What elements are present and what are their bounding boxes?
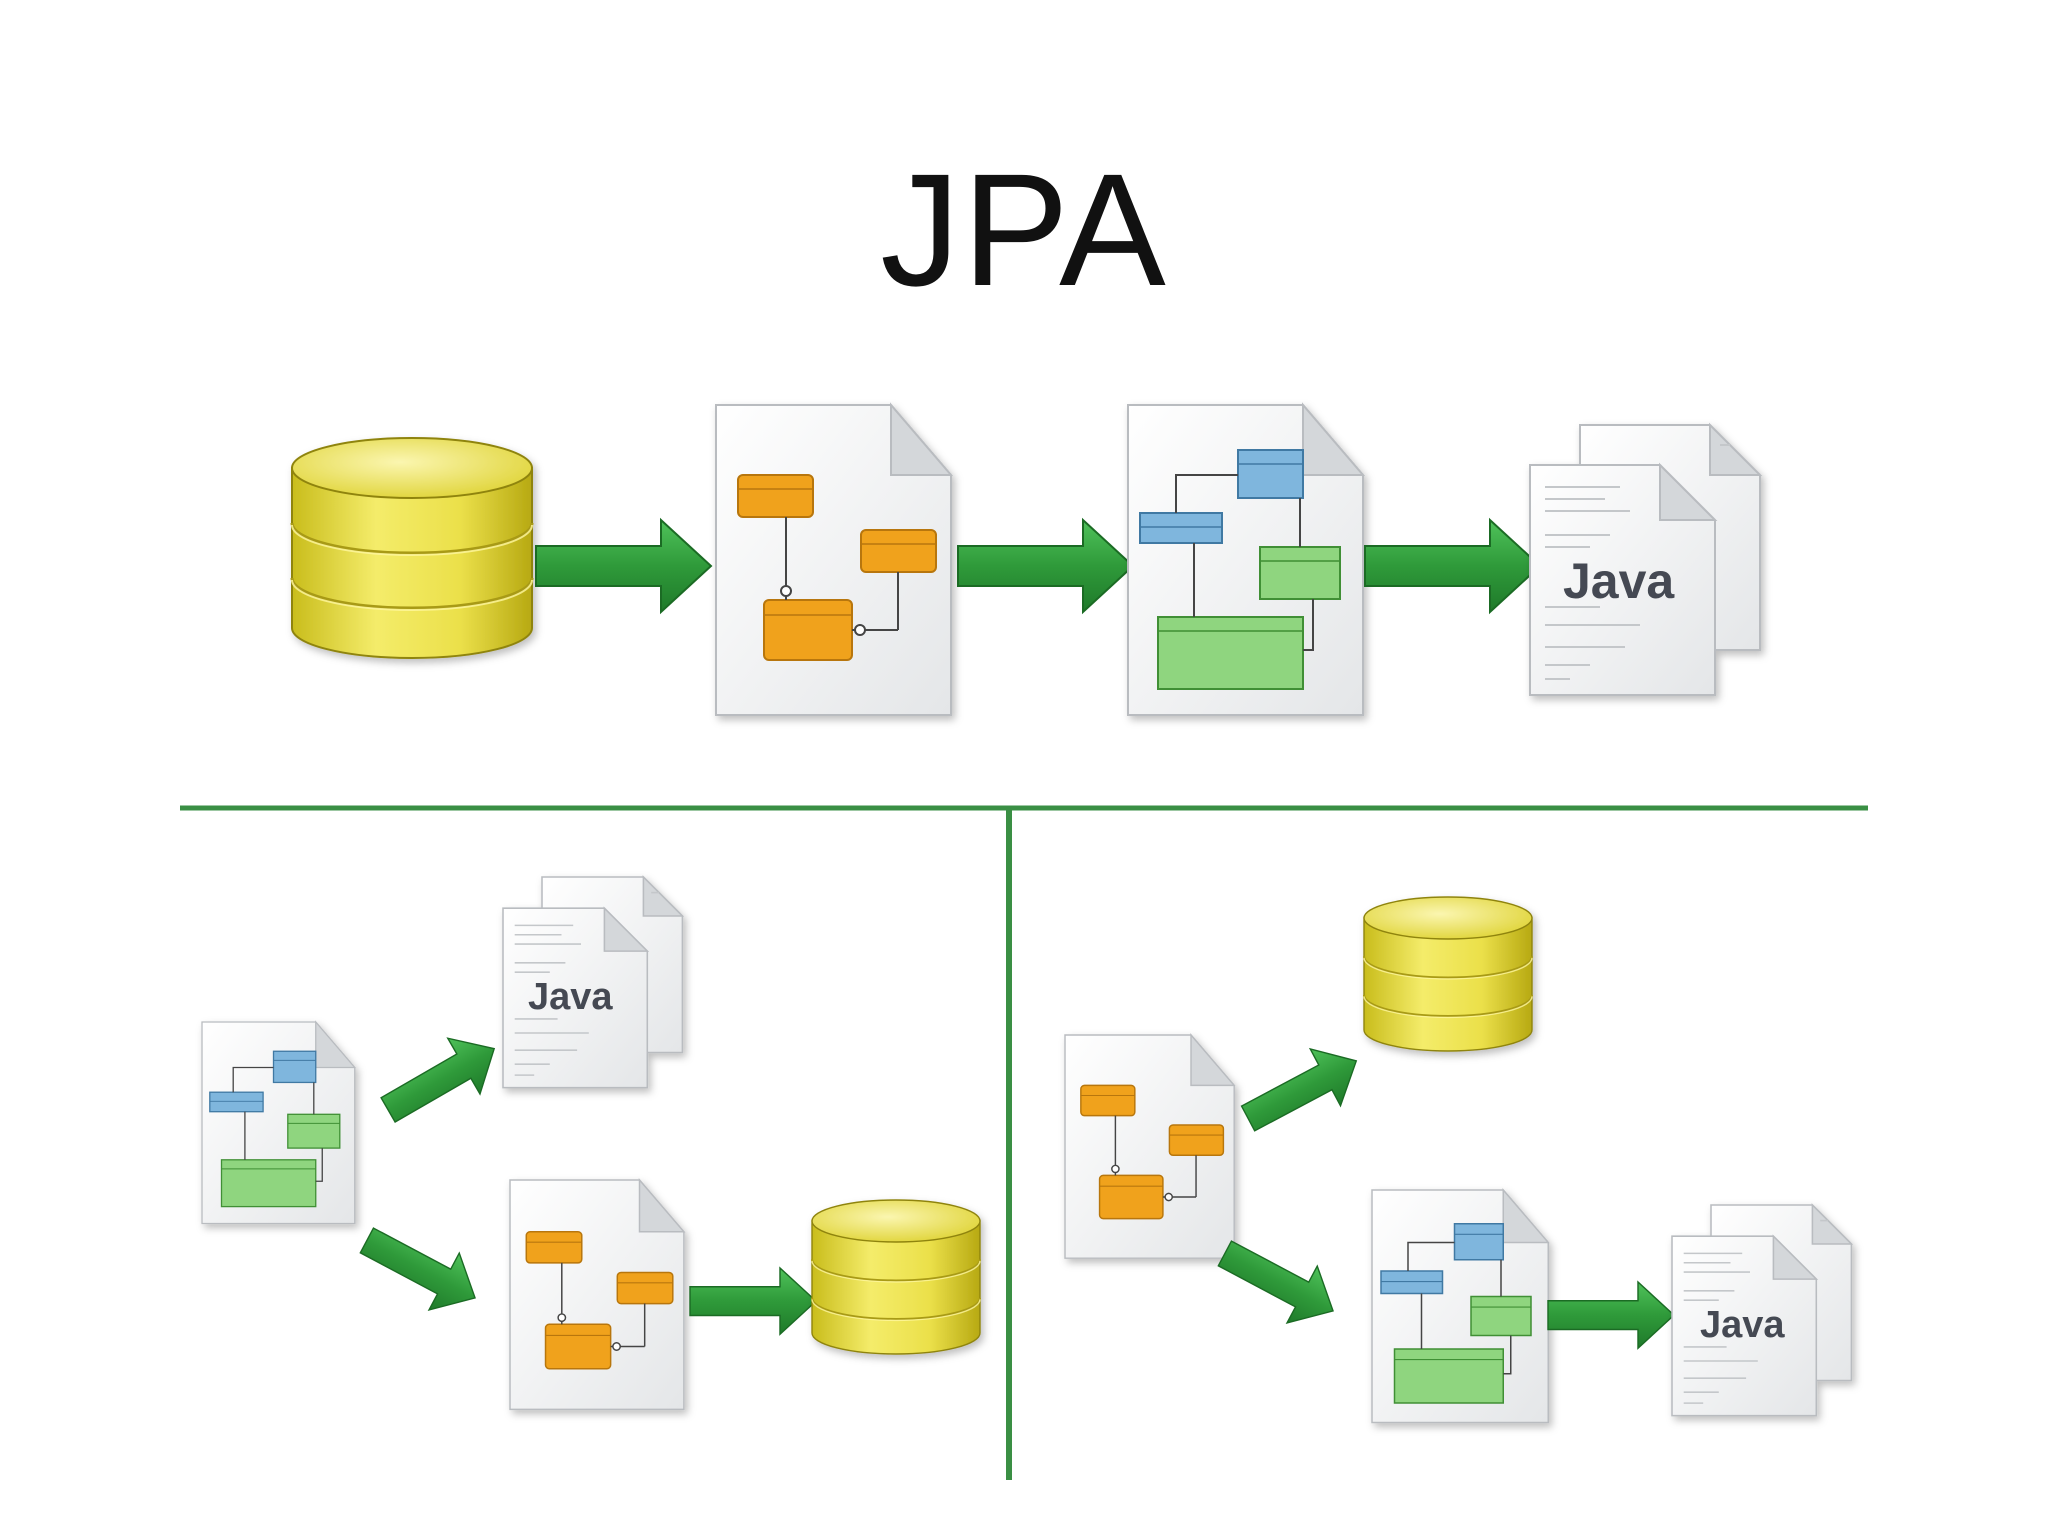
database-icon: [1362, 895, 1534, 1053]
database-icon: [290, 436, 534, 660]
java-label: Java: [1563, 553, 1675, 609]
er-diagram-document-icon: [716, 405, 951, 715]
arrow-uml-to-java: [1364, 519, 1541, 613]
er-diagram-document-icon: [510, 1180, 684, 1409]
arrow-er-to-uml: [1209, 1224, 1349, 1341]
arrow-er-to-db: [1232, 1031, 1373, 1148]
top-row: Java: [290, 405, 1761, 715]
java-label: Java: [1700, 1304, 1785, 1346]
bottom-right-panel: Java: [1065, 895, 1853, 1423]
java-label: Java: [528, 976, 613, 1018]
class-diagram-document-icon: [1128, 405, 1363, 715]
arrow-uml-to-java: [371, 1020, 511, 1139]
java-source-files-icon: Java: [1671, 1204, 1853, 1417]
bottom-left-panel: Java: [202, 876, 982, 1409]
arrow-er-to-db: [689, 1267, 817, 1335]
class-diagram-document-icon: [202, 1022, 355, 1224]
java-source-files-icon: Java: [502, 876, 684, 1089]
class-diagram-document-icon: [1372, 1190, 1548, 1423]
slide-title: JPA: [880, 140, 1168, 319]
arrow-uml-to-er: [351, 1211, 491, 1328]
er-diagram-document-icon: [1065, 1035, 1234, 1258]
java-source-files-icon: Java: [1529, 424, 1761, 696]
arrow-uml-to-java: [1547, 1281, 1675, 1349]
arrow-db-to-er: [535, 519, 712, 613]
database-icon: [810, 1198, 982, 1356]
arrow-er-to-uml: [957, 519, 1134, 613]
